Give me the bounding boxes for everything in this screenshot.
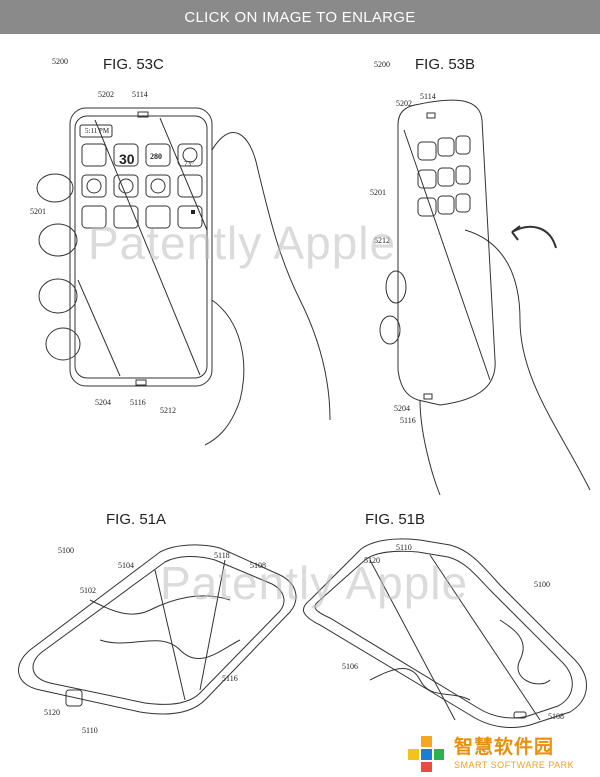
ref-label: 5212 bbox=[374, 236, 390, 245]
logo-text-cn: 智慧软件园 bbox=[454, 736, 555, 758]
ref-label: 5202 bbox=[396, 99, 412, 108]
ref-label: 5116 bbox=[130, 398, 146, 407]
site-logo: 智慧软件园 SMART SOFTWARE PARK bbox=[404, 730, 600, 777]
fig53c-icon-glyphs bbox=[191, 210, 195, 214]
enlarge-banner[interactable]: CLICK ON IMAGE TO ENLARGE bbox=[0, 0, 600, 34]
ref-label: 5201 bbox=[370, 188, 386, 197]
ref-label: 5102 bbox=[80, 586, 96, 595]
phone-glyph-icon bbox=[191, 210, 195, 214]
ref-label: 5110 bbox=[396, 543, 412, 552]
ref-label: 5108 bbox=[250, 561, 266, 570]
fig51b-device-drawing bbox=[302, 538, 587, 729]
ref-label: 5106 bbox=[342, 662, 358, 671]
watermark: Patently Apple bbox=[88, 217, 397, 269]
ref-label: 5204 bbox=[95, 398, 111, 407]
ref-label: 5116 bbox=[400, 416, 416, 425]
fig53b-phone-drawing bbox=[379, 99, 591, 496]
fig51a-title: FIG. 51A bbox=[106, 511, 167, 528]
status-time: 5:11 PM bbox=[85, 127, 110, 135]
ref-label: 5200 bbox=[374, 60, 390, 69]
ref-label: 5120 bbox=[364, 556, 380, 565]
fig51a-device-drawing bbox=[18, 544, 297, 715]
ref-label: 5110 bbox=[82, 726, 98, 735]
watermark: Patently Apple bbox=[160, 557, 469, 609]
ref-label: 5100 bbox=[58, 546, 74, 555]
ref-label: 5120 bbox=[44, 708, 60, 717]
ref-label: 5118 bbox=[214, 551, 230, 560]
weather-icon: 73° bbox=[184, 160, 194, 168]
fig51b-title: FIG. 51B bbox=[365, 511, 426, 528]
fig53b-title: FIG. 53B bbox=[415, 56, 476, 73]
fig53c-phone-drawing bbox=[36, 107, 331, 446]
fig53c-title: FIG. 53C bbox=[103, 56, 164, 73]
ref-label: 5116 bbox=[222, 674, 238, 683]
ref-label: 5204 bbox=[394, 404, 410, 413]
maps-shield-icon: 280 bbox=[150, 152, 162, 161]
ref-label: 5201 bbox=[30, 207, 46, 216]
ref-label: 5202 bbox=[98, 90, 114, 99]
logo-mark-icon bbox=[408, 735, 444, 772]
calendar-icon: 30 bbox=[119, 151, 135, 167]
ref-label: 5100 bbox=[534, 580, 550, 589]
ref-label: 5200 bbox=[52, 57, 68, 66]
ref-label: 5108 bbox=[548, 712, 564, 721]
ref-label: 5212 bbox=[160, 406, 176, 415]
ref-label: 5114 bbox=[132, 90, 148, 99]
ref-label: 5114 bbox=[420, 92, 436, 101]
logo-text-en: SMART SOFTWARE PARK bbox=[454, 759, 575, 770]
ref-label: 5104 bbox=[118, 561, 134, 570]
